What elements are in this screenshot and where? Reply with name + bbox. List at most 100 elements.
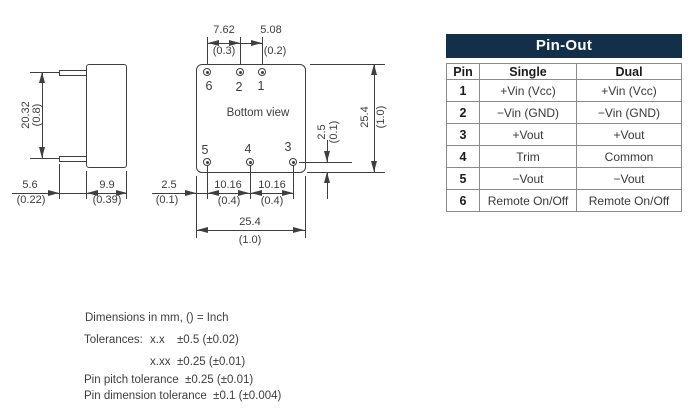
side-pin-bottom <box>59 156 87 162</box>
pin-number-2: 2 <box>235 80 243 94</box>
dimension-arrow <box>185 190 196 196</box>
extension-line <box>240 37 241 67</box>
dim-label-pin-offset-mm: 2.5 <box>316 124 328 140</box>
dim-label-edge-in: (0.1) <box>155 194 179 206</box>
dimension-line <box>196 230 305 231</box>
dimension-arrow <box>238 190 249 196</box>
pinout-table-title: Pin-Out <box>446 34 682 58</box>
table-header-row: Pin Single Dual <box>446 63 682 80</box>
pinout-grid: Pin Single Dual 1 +Vin (Vcc) +Vin (Vcc) … <box>446 63 682 212</box>
note-tol1-value: ±0.5 (±0.02) <box>177 334 239 346</box>
extension-line <box>196 176 197 238</box>
dimension-arrow <box>229 40 240 46</box>
extension-line <box>262 37 263 67</box>
pin-dot <box>248 160 252 164</box>
dim-label-pin-offset-in: (0.1) <box>328 120 340 144</box>
extension-line <box>250 165 251 199</box>
column-header-pin: Pin <box>446 63 480 80</box>
pin-dot <box>291 160 295 164</box>
dimension-arrow <box>371 161 377 172</box>
dual-cell: Common <box>576 145 682 168</box>
extension-line <box>207 165 208 199</box>
column-header-single: Single <box>479 63 577 80</box>
dual-cell: −Vout <box>576 167 682 190</box>
dimension-arrow <box>48 190 59 196</box>
extension-line <box>310 64 385 65</box>
table-row: 5 −Vout −Vout <box>446 167 682 190</box>
table-row: 1 +Vin (Vcc) +Vin (Vcc) <box>446 79 682 102</box>
dimension-arrow <box>39 147 45 158</box>
dimension-line <box>327 172 328 199</box>
dimension-arrow <box>39 72 45 83</box>
column-header-dual: Dual <box>576 63 682 80</box>
pin-number-cell: 5 <box>446 167 480 190</box>
dimension-arrow <box>324 172 330 183</box>
note-tol1-key: x.x <box>150 334 165 346</box>
extension-line <box>305 176 306 238</box>
dimension-arrow <box>293 227 304 233</box>
pin-dot <box>205 70 209 74</box>
pin-number-3: 3 <box>284 140 292 154</box>
dim-label-508-mm: 5.08 <box>260 24 282 36</box>
dimension-arrow <box>324 151 330 162</box>
note-pin-pitch-tolerance: Pin pitch tolerance ±0.25 (±0.01) <box>84 374 254 386</box>
dim-label-508-in: (0.2) <box>263 45 287 57</box>
note-tolerances-label: Tolerances: <box>84 334 143 346</box>
single-cell: Trim <box>479 145 577 168</box>
dimension-arrow <box>208 40 219 46</box>
extension-line <box>30 158 59 159</box>
table-row: 2 −Vin (GND) −Vin (GND) <box>446 101 682 124</box>
pin-number-1: 1 <box>257 79 265 93</box>
dimension-arrow <box>116 190 127 196</box>
single-cell: −Vin (GND) <box>479 101 577 124</box>
dim-label-762-mm: 7.62 <box>213 24 235 36</box>
extension-line <box>59 164 60 199</box>
pin-number-cell: 2 <box>446 101 480 124</box>
extension-line <box>126 171 127 199</box>
dimension-arrow <box>87 190 98 196</box>
note-tol2-value: ±0.25 (±0.01) <box>177 356 246 368</box>
side-view-body <box>86 64 127 168</box>
single-cell: +Vin (Vcc) <box>479 79 577 102</box>
dim-label-depth-in: (0.39) <box>92 194 122 206</box>
dim-label-depth-mm: 9.9 <box>99 179 115 191</box>
extension-line <box>86 171 87 199</box>
extension-line <box>293 165 294 199</box>
side-pin-top <box>59 70 87 76</box>
pin-number-cell: 3 <box>446 123 480 146</box>
dim-label-762-in: (0.3) <box>212 45 236 57</box>
dim-label-edge-mm: 2.5 <box>161 179 177 191</box>
dimension-arrow <box>282 190 293 196</box>
pin-number-6: 6 <box>205 79 213 93</box>
dim-label-pin-length-in: (0.22) <box>16 194 46 206</box>
single-cell: +Vout <box>479 123 577 146</box>
dim-label-body-height-in: (1.0) <box>375 105 387 129</box>
dim-label-body-width-in: (1.0) <box>238 234 262 246</box>
pin-number-cell: 4 <box>446 145 480 168</box>
dimension-arrow <box>371 64 377 75</box>
dim-label-pin-length-mm: 5.6 <box>22 179 38 191</box>
pin-number-cell: 1 <box>446 79 480 102</box>
bottom-view-label: Bottom view <box>226 107 290 119</box>
dual-cell: Remote On/Off <box>576 189 682 212</box>
single-cell: −Vout <box>479 167 577 190</box>
note-pin-dimension-tolerance: Pin dimension tolerance ±0.1 (±0.004) <box>84 390 282 402</box>
pinout-table: Pin-Out Pin Single Dual 1 +Vin (Vcc) +Vi… <box>446 34 682 212</box>
dim-label-1016a-in: (0.4) <box>217 195 241 207</box>
single-cell: Remote On/Off <box>479 189 577 212</box>
dimension-line <box>152 193 293 194</box>
dimension-arrow <box>251 40 262 46</box>
table-row: 6 Remote On/Off Remote On/Off <box>446 189 682 212</box>
dimension-line <box>12 193 127 194</box>
pin-number-cell: 6 <box>446 189 480 212</box>
dimension-arrow <box>197 227 208 233</box>
extension-line <box>307 172 385 173</box>
dimension-line <box>374 64 375 172</box>
dual-cell: −Vin (GND) <box>576 101 682 124</box>
extension-line <box>299 162 352 163</box>
pin-dot <box>260 70 264 74</box>
dual-cell: +Vout <box>576 123 682 146</box>
dimension-arrow <box>208 190 219 196</box>
dim-label-1016b-mm: 10.16 <box>258 179 286 191</box>
